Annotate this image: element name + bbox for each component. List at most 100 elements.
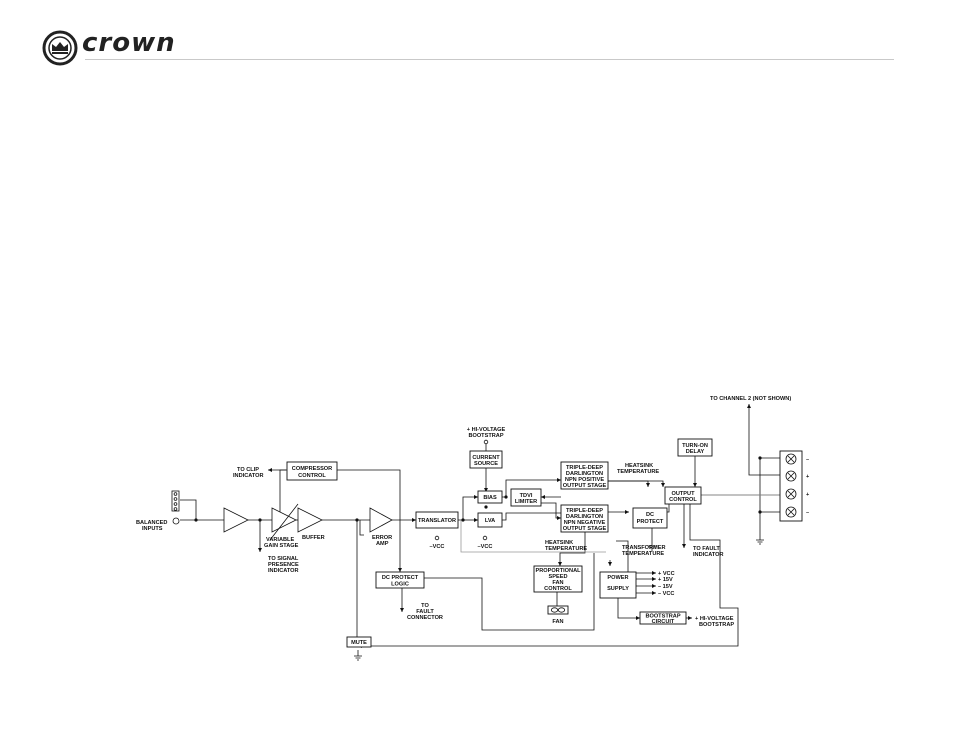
npn-negative-output-block: TRIPLE-DEEP DARLINGTON NPN NEGATIVE OUTP… bbox=[560, 504, 609, 533]
grey-feedback-wire bbox=[460, 520, 606, 553]
rail-terminals bbox=[434, 439, 489, 541]
bootstrap-circuit-line2: CIRCUIT bbox=[652, 619, 675, 625]
minus-vcc-lva: –VCC bbox=[478, 544, 493, 550]
heatsink-temp-top-line1: HEATSINK bbox=[625, 463, 653, 469]
supply-output-15v-neg: – 15V bbox=[658, 584, 673, 590]
dc-protect-line2: PROTECT bbox=[637, 519, 664, 525]
signal-wires bbox=[180, 404, 790, 656]
npn-negative-line4: OUTPUT STAGE bbox=[563, 526, 607, 532]
supply-output-15v-pos: + 15V bbox=[658, 577, 673, 583]
balanced-inputs-line1: BALANCED bbox=[136, 520, 167, 526]
power-supply-block: POWER SUPPLY bbox=[599, 571, 637, 599]
brand-wordmark: crown bbox=[82, 28, 176, 58]
bias-block: BIAS bbox=[477, 490, 503, 504]
output-terminal-strip: – + + – bbox=[779, 450, 810, 522]
ground-icon bbox=[354, 539, 764, 661]
npn-positive-line2: DARLINGTON bbox=[566, 471, 603, 477]
buffer-label: BUFFER bbox=[302, 535, 325, 541]
translator-label: TRANSLATOR bbox=[418, 518, 456, 524]
fan-control-line4: CONTROL bbox=[544, 586, 572, 592]
xlr-connector-icon bbox=[171, 490, 180, 525]
output-control-line1: OUTPUT bbox=[672, 491, 696, 497]
page-header: crown bbox=[0, 0, 954, 70]
fan-icon bbox=[547, 605, 569, 615]
supply-output-vcc-pos: + VCC bbox=[658, 571, 675, 577]
minus-vcc-translator: –VCC bbox=[430, 544, 445, 550]
fan-control-line1: PROPORTIONAL bbox=[535, 568, 581, 574]
output-control-line2: CONTROL bbox=[669, 497, 697, 503]
supply-output-vcc-neg: – VCC bbox=[658, 591, 674, 597]
header-rule bbox=[85, 59, 894, 60]
terminal-sign-3: + bbox=[806, 492, 810, 498]
compressor-control-block: COMPRESSOR CONTROL bbox=[286, 461, 338, 481]
variable-gain-stage-line1: VARIABLE bbox=[266, 537, 294, 543]
mute-label: MUTE bbox=[351, 640, 367, 646]
to-channel-2-label: TO CHANNEL 2 (NOT SHOWN) bbox=[710, 396, 791, 402]
crown-logo-icon bbox=[42, 30, 78, 71]
npn-positive-line4: OUTPUT STAGE bbox=[563, 483, 607, 489]
power-supply-line2: SUPPLY bbox=[607, 586, 629, 592]
fan-control-line3: FAN bbox=[552, 580, 563, 586]
tdvi-limiter-block: TDVI LIMITER bbox=[510, 488, 542, 507]
npn-positive-line1: TRIPLE-DEEP bbox=[566, 465, 603, 471]
current-source-line1: CURRENT bbox=[472, 455, 500, 461]
to-signal-presence-line3: INDICATOR bbox=[268, 568, 299, 574]
lva-block: LVA bbox=[477, 512, 503, 528]
to-signal-presence-line1: TO SIGNAL bbox=[268, 556, 299, 562]
compressor-control-line2: CONTROL bbox=[298, 473, 326, 479]
arrowheads bbox=[258, 404, 751, 648]
to-fault-connector-line1: TO bbox=[421, 603, 429, 609]
dc-protect-line1: DC bbox=[646, 512, 654, 518]
npn-negative-line1: TRIPLE-DEEP bbox=[566, 508, 603, 514]
bootstrap-circuit-line1: BOOTSTRAP bbox=[645, 614, 680, 620]
to-signal-presence-line2: PRESENCE bbox=[268, 562, 299, 568]
translator-block: TRANSLATOR bbox=[415, 511, 459, 529]
lva-label: LVA bbox=[485, 518, 495, 524]
fan-control-line2: SPEED bbox=[549, 574, 568, 580]
tdvi-limiter-line2: LIMITER bbox=[515, 499, 537, 505]
error-amp-line1: ERROR bbox=[372, 535, 392, 541]
bootstrap-circuit-block: BOOTSTRAP CIRCUIT bbox=[639, 611, 687, 625]
bias-label: BIAS bbox=[483, 495, 497, 501]
output-control-block: OUTPUT CONTROL bbox=[664, 486, 702, 505]
to-clip-indicator-line1: TO CLIP bbox=[237, 467, 259, 473]
npn-positive-line3: NPN POSITIVE bbox=[565, 477, 604, 483]
mute-block: MUTE bbox=[346, 636, 372, 648]
npn-negative-line3: NPN NEGATIVE bbox=[564, 520, 606, 526]
heatsink-temp-top-line2: TEMPERATURE bbox=[617, 469, 659, 475]
variable-gain-arrow bbox=[269, 503, 299, 541]
turn-on-delay-line2: DELAY bbox=[686, 449, 705, 455]
fan-label: FAN bbox=[552, 619, 563, 625]
error-amp-line2: AMP bbox=[376, 541, 389, 547]
terminal-sign-2: + bbox=[806, 474, 810, 480]
transformer-temp-line1: TRANSFORMER bbox=[622, 545, 666, 551]
fan-control-block: PROPORTIONAL SPEED FAN CONTROL bbox=[533, 565, 583, 593]
to-fault-indicator-line2: INDICATOR bbox=[693, 552, 724, 558]
hi-voltage-bootstrap-top-line1: + HI-VOLTAGE bbox=[467, 427, 506, 433]
heatsink-temp-mid-line2: TEMPERATURE bbox=[545, 546, 587, 552]
heatsink-temp-mid-line1: HEATSINK bbox=[545, 540, 573, 546]
balanced-inputs-line2: INPUTS bbox=[142, 526, 163, 532]
variable-gain-stage-line2: GAIN STAGE bbox=[264, 543, 299, 549]
to-fault-connector-line2: FAULT bbox=[416, 609, 434, 615]
dc-protect-logic-line1: DC PROTECT bbox=[382, 575, 419, 581]
terminal-sign-1: – bbox=[806, 457, 809, 463]
current-source-line2: SOURCE bbox=[474, 461, 498, 467]
terminal-sign-4: – bbox=[806, 510, 809, 516]
dc-protect-block: DC PROTECT bbox=[632, 507, 668, 529]
current-source-block: CURRENT SOURCE bbox=[469, 450, 503, 469]
turn-on-delay-line1: TURN-ON bbox=[682, 443, 708, 449]
to-fault-connector-line3: CONNECTOR bbox=[407, 615, 443, 621]
hi-voltage-bootstrap-bottom-line1: + HI-VOLTAGE bbox=[695, 616, 734, 622]
to-fault-indicator-line1: TO FAULT bbox=[693, 546, 720, 552]
npn-negative-line2: DARLINGTON bbox=[566, 514, 603, 520]
dc-protect-logic-block: DC PROTECT LOGIC bbox=[375, 571, 425, 589]
hi-voltage-bootstrap-top-line2: BOOTSTRAP bbox=[468, 433, 503, 439]
compressor-control-line1: COMPRESSOR bbox=[292, 466, 332, 472]
binding-post-icon bbox=[785, 453, 797, 518]
tdvi-limiter-line1: TDVI bbox=[520, 493, 533, 499]
to-clip-indicator-line2: INDICATOR bbox=[233, 473, 264, 479]
turn-on-delay-block: TURN-ON DELAY bbox=[677, 438, 713, 457]
transformer-temp-line2: TEMPERATURE bbox=[622, 551, 664, 557]
